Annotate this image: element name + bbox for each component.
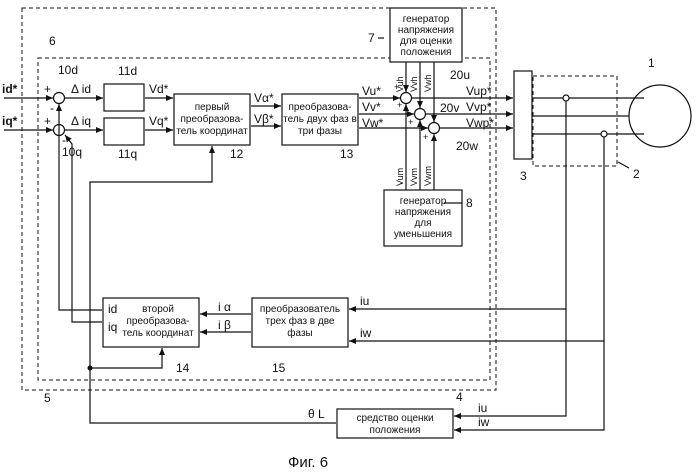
vu-label: Vu* [362,84,381,98]
delta-id-label: Δ id [71,82,91,96]
conv1-line-1: первый [195,102,230,113]
ref-20v: 20v [440,101,459,115]
iu-label-1: iu [360,294,369,308]
plus-20u-top: + [394,82,399,92]
figure-caption: Фиг. 6 [288,454,328,471]
id-label: id [108,302,117,316]
ref-6: 6 [49,34,56,48]
conv1-line-3: тель координат [176,126,248,137]
gen8-line-2: напряжения [395,207,451,218]
gen7-line-2: напряжения [398,25,454,36]
vvm-label: Vvm [409,168,419,186]
vup-label: Vup* [466,84,492,98]
conv23-line-2: тель двух фаз в [283,113,357,125]
plus-20w-left: + [423,132,428,142]
conv23-line-3: три фазы [298,125,342,137]
iq-ref-label: iq* [2,114,18,128]
ref-12: 12 [230,147,244,161]
vw-label: Vw* [362,116,384,130]
ref-1: 1 [648,56,655,70]
minus-10d: - [50,101,54,115]
conv32-line-1: преобразователь [260,303,340,315]
est-line-1: средство оценки [356,413,433,424]
gen8-line-4: уменьшения [394,229,452,240]
ref-5: 5 [44,391,51,405]
summer-20w [429,123,440,134]
ref-3: 3 [520,169,527,183]
ref-10d: 10d [58,63,78,77]
iw-label-2: iw [478,415,490,429]
vv-label: Vv* [362,100,381,114]
conv2-line-1: второй [142,304,174,315]
vertical-signal-labels: Vuh Vvh Vwh Vum Vvm Vwm + + + + - [394,74,433,188]
ref-7: 7 [368,31,375,45]
conv2-line-2: преобразова- [127,315,190,327]
delta-iq-label: Δ iq [71,114,91,128]
vbeta-label: Vβ* [254,112,274,126]
plus-20v-left: + [408,117,413,127]
ref-10q: 10q [62,145,82,159]
conv23-line-1: преобразова- [289,101,352,113]
theta-label: θ L [308,407,325,421]
plus-20u-left: + [397,100,402,110]
ref-2: 2 [633,167,640,181]
est-line-2: положения [370,425,421,436]
gen7-line-1: генератор [403,14,450,25]
gen7-line-4: положения [401,47,452,58]
minus-20u: - [400,178,403,188]
gen8-line-1: генератор [400,196,447,207]
vq-label: Vq* [149,114,169,128]
iu-label-2: iu [478,401,487,415]
ref-8: 8 [466,196,473,210]
plus-10d: + [44,82,51,96]
id-ref-label: id* [2,82,18,96]
motor-1 [629,85,691,147]
iw-label-1: iw [360,326,372,340]
summer-20v [415,109,426,120]
vd-label: Vd* [149,82,169,96]
summer-10d [54,93,65,104]
conv32-line-3: фазы [287,327,312,339]
vwh-label: Vwh [423,74,433,92]
ref-20u: 20u [450,68,470,82]
ref-15: 15 [272,361,286,375]
ref-20w: 20w [456,139,478,153]
ialpha-label: i α [218,300,231,314]
ref-11d: 11d [118,64,137,78]
iq-label: iq [108,320,117,334]
vvp-label: Vvp* [466,100,492,114]
ref-4: 4 [456,390,463,404]
valpha-label: Vα* [254,91,274,105]
vwp-label: Vwp* [466,116,494,130]
ref-14: 14 [176,361,190,375]
gen7-line-3: для оценки [400,36,452,47]
gen8-line-3: для [414,218,431,229]
plus-10q: + [44,114,51,128]
conv1-line-2: преобразова- [181,113,244,125]
conv2-line-3: тель координат [122,328,194,339]
pwm-block-3 [514,71,532,159]
vwm-label: Vwm [423,166,433,186]
conv32-line-2: трех фаз в две [266,315,335,327]
vvh-label: Vvh [409,76,419,92]
ref-13: 13 [340,147,354,161]
controller-11q [104,118,144,145]
ibeta-label: i β [218,318,231,332]
ref-11q: 11q [118,147,137,161]
controller-11d [104,84,144,111]
